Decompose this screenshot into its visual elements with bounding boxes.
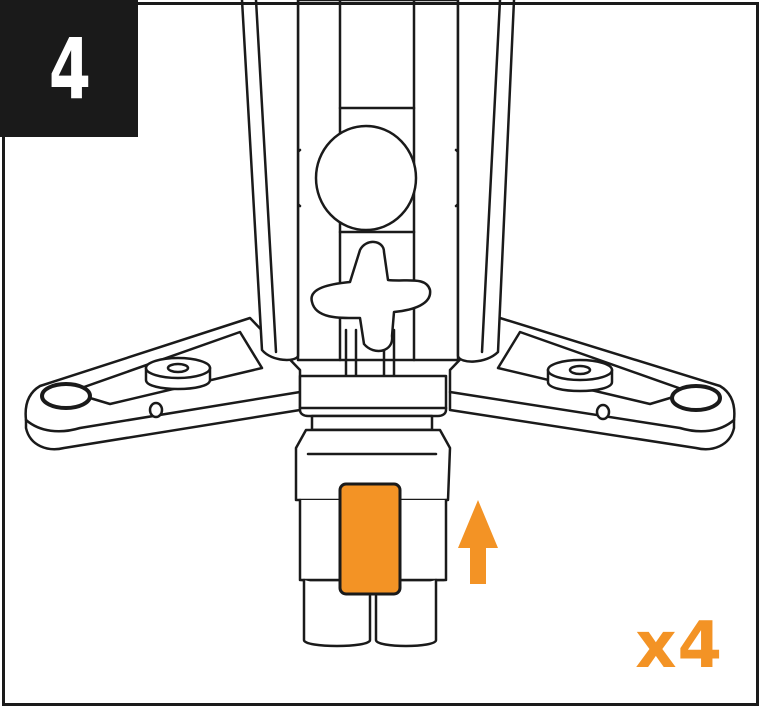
clamp-block: [298, 374, 448, 432]
step-number: 4: [48, 19, 91, 118]
quantity-label: x4: [635, 609, 723, 683]
step-number-badge: 4: [0, 0, 138, 137]
arrow-up-icon: [458, 500, 498, 584]
tripod-leg-left: [24, 316, 302, 451]
tripod-leg-right: [448, 316, 736, 451]
foot-pad: [338, 482, 402, 596]
